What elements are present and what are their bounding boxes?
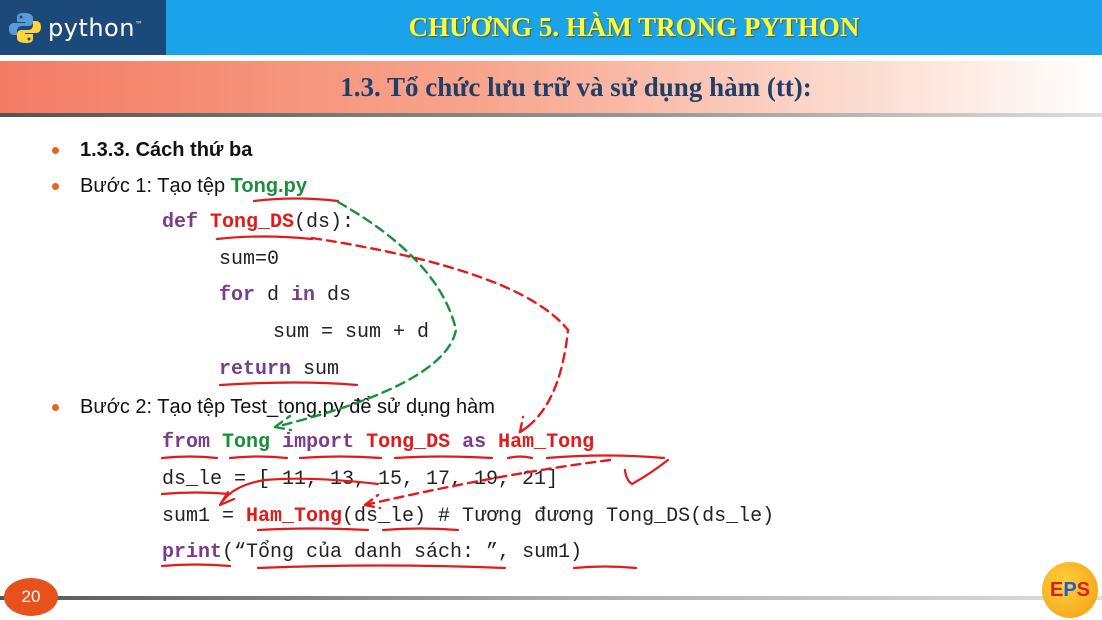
underline-import-tong xyxy=(228,455,289,460)
underline-import-func xyxy=(393,455,494,460)
page-number: 20 xyxy=(4,578,58,616)
code-line-print: print(“Tổng của danh sách: ”, sum1) xyxy=(162,541,583,564)
function-name: Tong_DS xyxy=(210,211,295,234)
chapter-title: CHƯƠNG 5. HÀM TRONG PYTHON xyxy=(408,12,860,42)
underline-from xyxy=(160,455,219,460)
filename-tong: Tong.py xyxy=(230,175,307,197)
code-line-def: def Tong_DS(ds): xyxy=(162,211,355,234)
checkmark xyxy=(623,458,670,486)
underline-call-args xyxy=(381,527,460,532)
top-bar xyxy=(0,0,1102,55)
underline-ham-tong-call xyxy=(256,527,370,532)
python-snake-icon xyxy=(9,12,41,43)
section-title: 1.3. Tổ chức lưu trữ và sử dụng hàm (tt)… xyxy=(340,71,812,102)
code-line-return: return sum xyxy=(219,358,340,381)
underline-tong-py xyxy=(252,197,340,203)
underline-import-kw xyxy=(298,455,383,460)
code-line-for: for d in ds xyxy=(219,284,352,307)
code-line-import: from Tong import Tong_DS as Ham_Tong xyxy=(162,431,595,454)
code-line-sum-init: sum=0 xyxy=(219,248,280,271)
underline-alias xyxy=(545,454,666,460)
bullet-dot xyxy=(52,147,59,154)
code-line-accumulate: sum = sum + d xyxy=(273,321,430,344)
bullet-dot xyxy=(52,404,59,411)
bullet-dot xyxy=(52,183,59,190)
code-line-list: ds_le = [ 11, 13, 15, 17, 19, 21] xyxy=(162,468,559,491)
underline-return-sum xyxy=(218,381,359,387)
bullet-step2: Bước 2: Tạo tệp Test_tong.py để sử dụng … xyxy=(80,396,495,418)
underline-sum1 xyxy=(572,565,638,570)
arrowhead-list xyxy=(218,490,236,507)
bullet-step1: Bước 1: Tạo tệp Tong.py xyxy=(80,175,307,197)
footer-divider xyxy=(0,596,1102,600)
dashed-arrow-module xyxy=(273,200,458,429)
python-logo: python™ xyxy=(0,0,166,55)
bullet-heading: 1.3.3. Cách thứ ba xyxy=(80,139,253,161)
section-divider xyxy=(0,113,1102,117)
underline-as xyxy=(506,455,534,460)
code-line-call: sum1 = Ham_Tong(ds_le) # Tương đương Ton… xyxy=(162,505,775,528)
section-bar xyxy=(0,61,1102,113)
python-wordmark: python™ xyxy=(48,13,144,42)
underline-tong-ds xyxy=(215,235,314,241)
underline-print xyxy=(160,563,232,568)
underline-ds-le xyxy=(160,491,232,496)
underline-print-string xyxy=(256,564,507,570)
arrowhead-function xyxy=(518,415,534,434)
